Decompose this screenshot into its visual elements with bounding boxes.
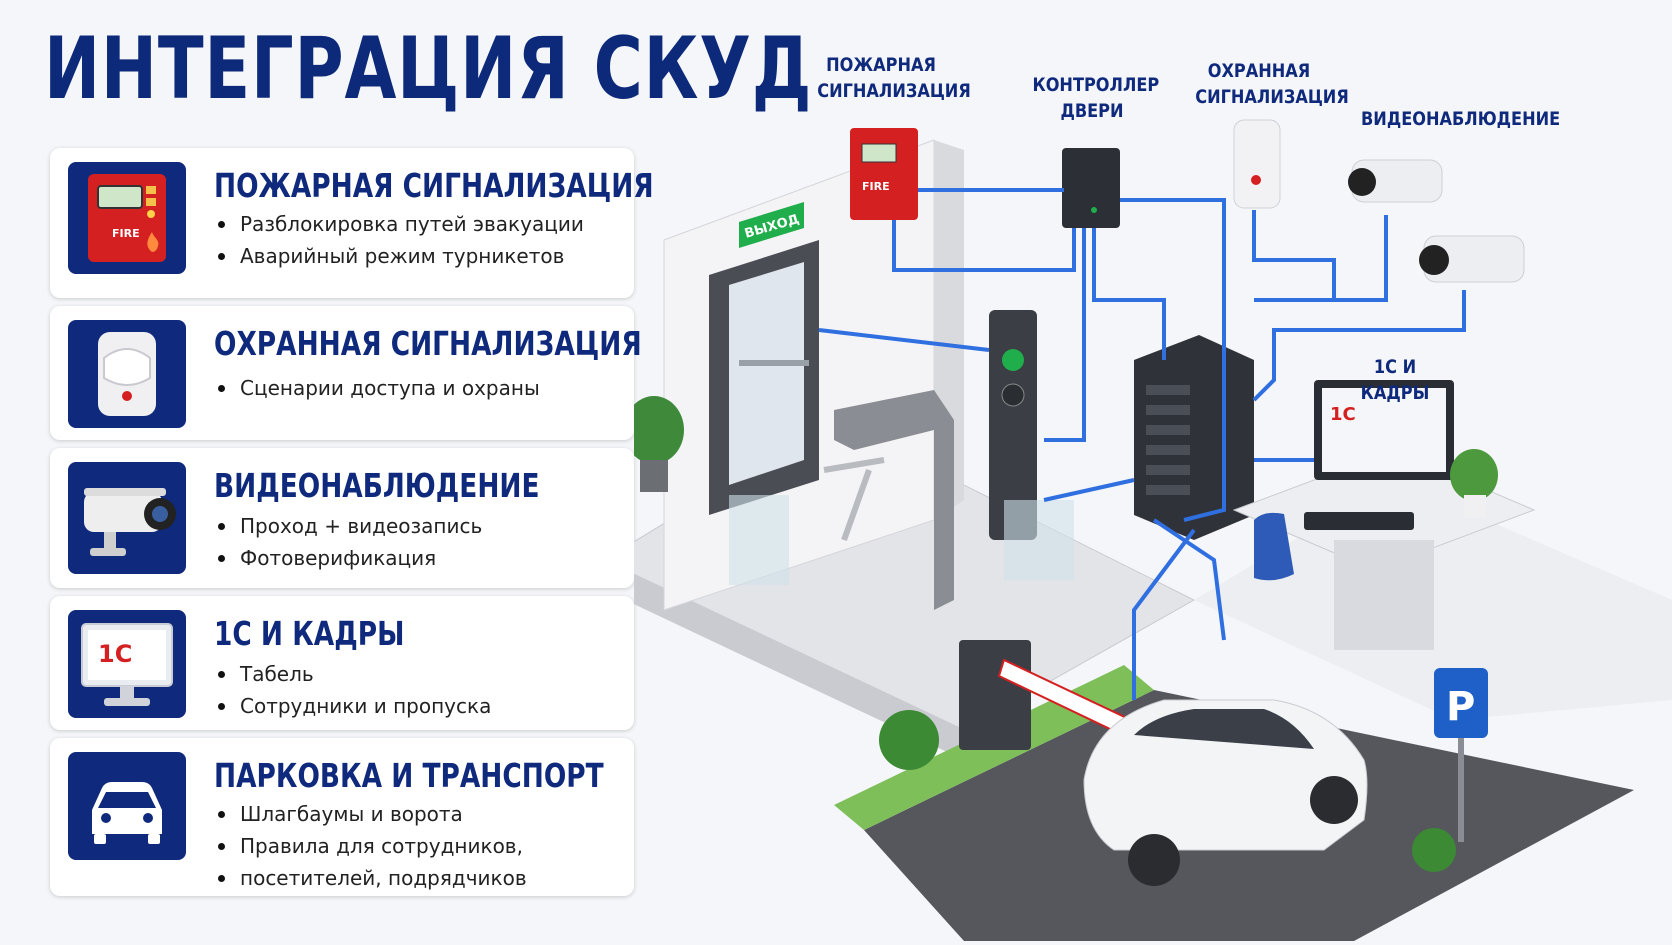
list-item: Шлагбаумы и ворота	[214, 798, 527, 830]
card-parking: ПАРКОВКА И ТРАНСПОРТ Шлагбаумы и ворота …	[50, 738, 634, 896]
monitor-1c-icon: 1С	[68, 610, 186, 718]
card-heading: ПАРКОВКА И ТРАНСПОРТ	[214, 756, 604, 795]
label-door-controller: КОНТРОЛЛЕР ДВЕРИ	[1032, 72, 1160, 124]
fire-panel-text: FIRE	[862, 180, 890, 193]
list-item: Сценарии доступа и охраны	[214, 372, 540, 404]
screen-logo: 1С	[1330, 404, 1356, 425]
exit-sign	[739, 202, 804, 248]
motion-sensor-icon	[68, 320, 186, 428]
list-item: Разблокировка путей эвакуации	[214, 208, 584, 240]
card-heading: ПОЖАРНАЯ СИГНАЛИЗАЦИЯ	[214, 166, 654, 205]
car-icon	[68, 752, 186, 860]
card-reader	[989, 310, 1037, 540]
card-security-alarm: ОХРАННАЯ СИГНАЛИЗАЦИЯ Сценарии доступа и…	[50, 306, 642, 440]
list-item: Фотоверификация	[214, 542, 482, 574]
turnstile	[834, 390, 954, 610]
door-handle	[739, 360, 809, 366]
label-line: ПОЖАРНАЯ	[826, 54, 936, 76]
parking-sign	[1434, 668, 1488, 738]
integration-scene: ВЫХОД FIRE	[602, 0, 1672, 941]
list-item: Правила для сотрудников,	[214, 830, 527, 862]
list-item: Проход + видеозапись	[214, 510, 482, 542]
label-line: 1С И КАДРЫ	[1360, 356, 1430, 404]
barrier-post	[959, 640, 1031, 750]
card-video-surveillance: ВИДЕОНАБЛЮДЕНИЕ Проход + видеозапись Фот…	[50, 448, 634, 588]
svg-text:FIRE: FIRE	[112, 227, 140, 240]
list-item: Сотрудники и пропуска	[214, 690, 491, 722]
card-1c-hr: 1С 1С И КАДРЫ Табель Сотрудники и пропус…	[50, 596, 634, 730]
label-line: КОНТРОЛЛЕР	[1032, 74, 1160, 96]
label-line: СИГНАЛИЗАЦИЯ	[1195, 86, 1349, 108]
fire-alarm-icon: FIRE	[68, 162, 186, 274]
label-line: ДВЕРИ	[1060, 100, 1124, 122]
page-title: ИНТЕГРАЦИЯ СКУД	[44, 19, 813, 119]
label-fire-alarm: ПОЖАРНАЯ СИГНАЛИЗАЦИЯ	[817, 52, 971, 104]
camera-icon	[68, 462, 186, 574]
plant	[624, 396, 684, 464]
card-heading: ОХРАННАЯ СИГНАЛИЗАЦИЯ	[214, 324, 642, 363]
wires	[818, 188, 1466, 700]
label-line: ВИДЕОНАБЛЮДЕНИЕ	[1361, 108, 1561, 130]
door-controller	[1062, 148, 1120, 228]
list-item: Аварийный режим турникетов	[214, 240, 584, 272]
fire-panel	[850, 128, 918, 220]
label-security-alarm: ОХРАННАЯ СИГНАЛИЗАЦИЯ	[1195, 58, 1349, 110]
scene-illustration: ВЫХОД FIRE	[602, 119, 1672, 941]
office-chair	[1254, 512, 1294, 581]
card-heading: 1С И КАДРЫ	[214, 614, 405, 653]
label-1c-hr: 1С И КАДРЫ	[1340, 354, 1451, 406]
label-line: СИГНАЛИЗАЦИЯ	[817, 80, 971, 102]
card-fire-alarm: FIRE ПОЖАРНАЯ СИГНАЛИЗАЦИЯ Разблокировка…	[50, 148, 654, 298]
parking-sign-text: P	[1446, 684, 1475, 730]
card-heading: ВИДЕОНАБЛЮДЕНИЕ	[214, 466, 540, 505]
motion-sensor	[1233, 119, 1281, 209]
list-item: посетителей, подрядчиков	[214, 862, 527, 894]
label-line: ОХРАННАЯ	[1207, 60, 1311, 82]
list-item: Табель	[214, 658, 491, 690]
label-video: ВИДЕОНАБЛЮДЕНИЕ	[1361, 106, 1561, 132]
svg-text:1С: 1С	[98, 640, 132, 668]
